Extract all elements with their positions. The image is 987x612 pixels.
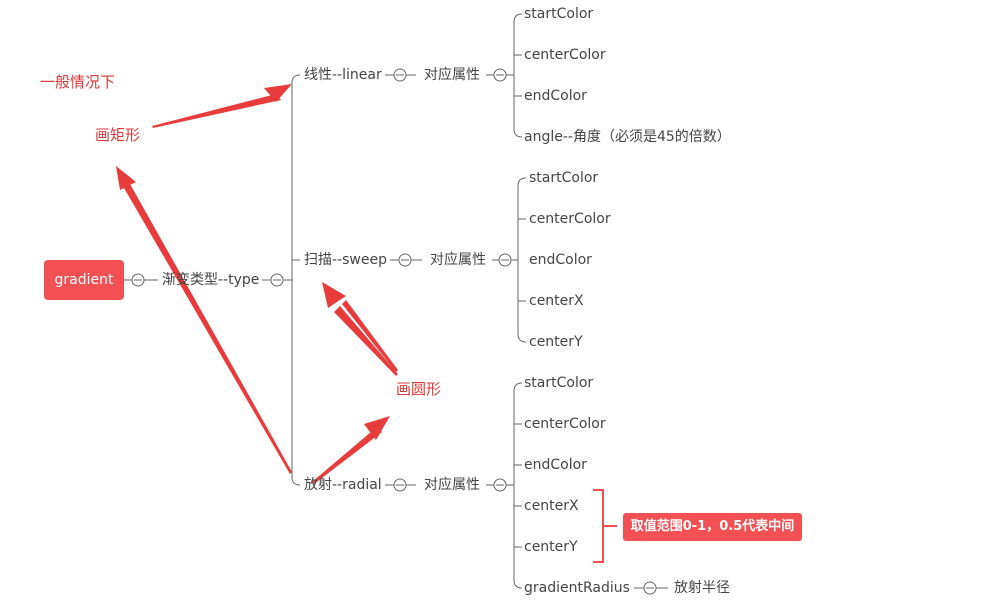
annotation-rect: 画矩形 [95, 126, 141, 144]
linear-item[interactable]: centerColor [524, 47, 606, 63]
radial-item[interactable]: centerY [524, 539, 578, 555]
center-range-note[interactable]: 取值范围0-1，0.5代表中间 [623, 513, 802, 541]
sweep-item[interactable]: centerColor [529, 211, 611, 227]
sweep-item[interactable]: centerY [529, 334, 583, 350]
linear-item[interactable]: endColor [524, 88, 587, 104]
annotation-general: 一般情况下 [40, 73, 116, 91]
linear-item[interactable]: angle--角度（必须是45的倍数） [524, 129, 731, 145]
group-linear[interactable]: 线性--linear [304, 67, 382, 83]
sweep-item[interactable]: endColor [529, 252, 592, 268]
linear-item[interactable]: startColor [524, 6, 594, 22]
radial-attr-label[interactable]: 对应属性 [424, 477, 480, 493]
radial-item[interactable]: centerX [524, 498, 579, 514]
type-node[interactable]: 渐变类型--type [162, 272, 260, 288]
sweep-attr-label[interactable]: 对应属性 [430, 252, 486, 268]
radial-item[interactable]: startColor [524, 375, 594, 391]
radial-item[interactable]: gradientRadius [524, 580, 630, 596]
radial-item[interactable]: centerColor [524, 416, 606, 432]
linear-attr-label[interactable]: 对应属性 [424, 67, 480, 83]
gradient-radius-child[interactable]: 放射半径 [674, 580, 730, 596]
radial-item[interactable]: endColor [524, 457, 587, 473]
sweep-item[interactable]: startColor [529, 170, 599, 186]
annotation-circle: 画圆形 [396, 380, 442, 398]
sweep-item[interactable]: centerX [529, 293, 584, 309]
root-node-gradient[interactable]: gradient [44, 260, 124, 300]
group-radial[interactable]: 放射--radial [304, 477, 382, 493]
group-sweep[interactable]: 扫描--sweep [304, 252, 387, 268]
